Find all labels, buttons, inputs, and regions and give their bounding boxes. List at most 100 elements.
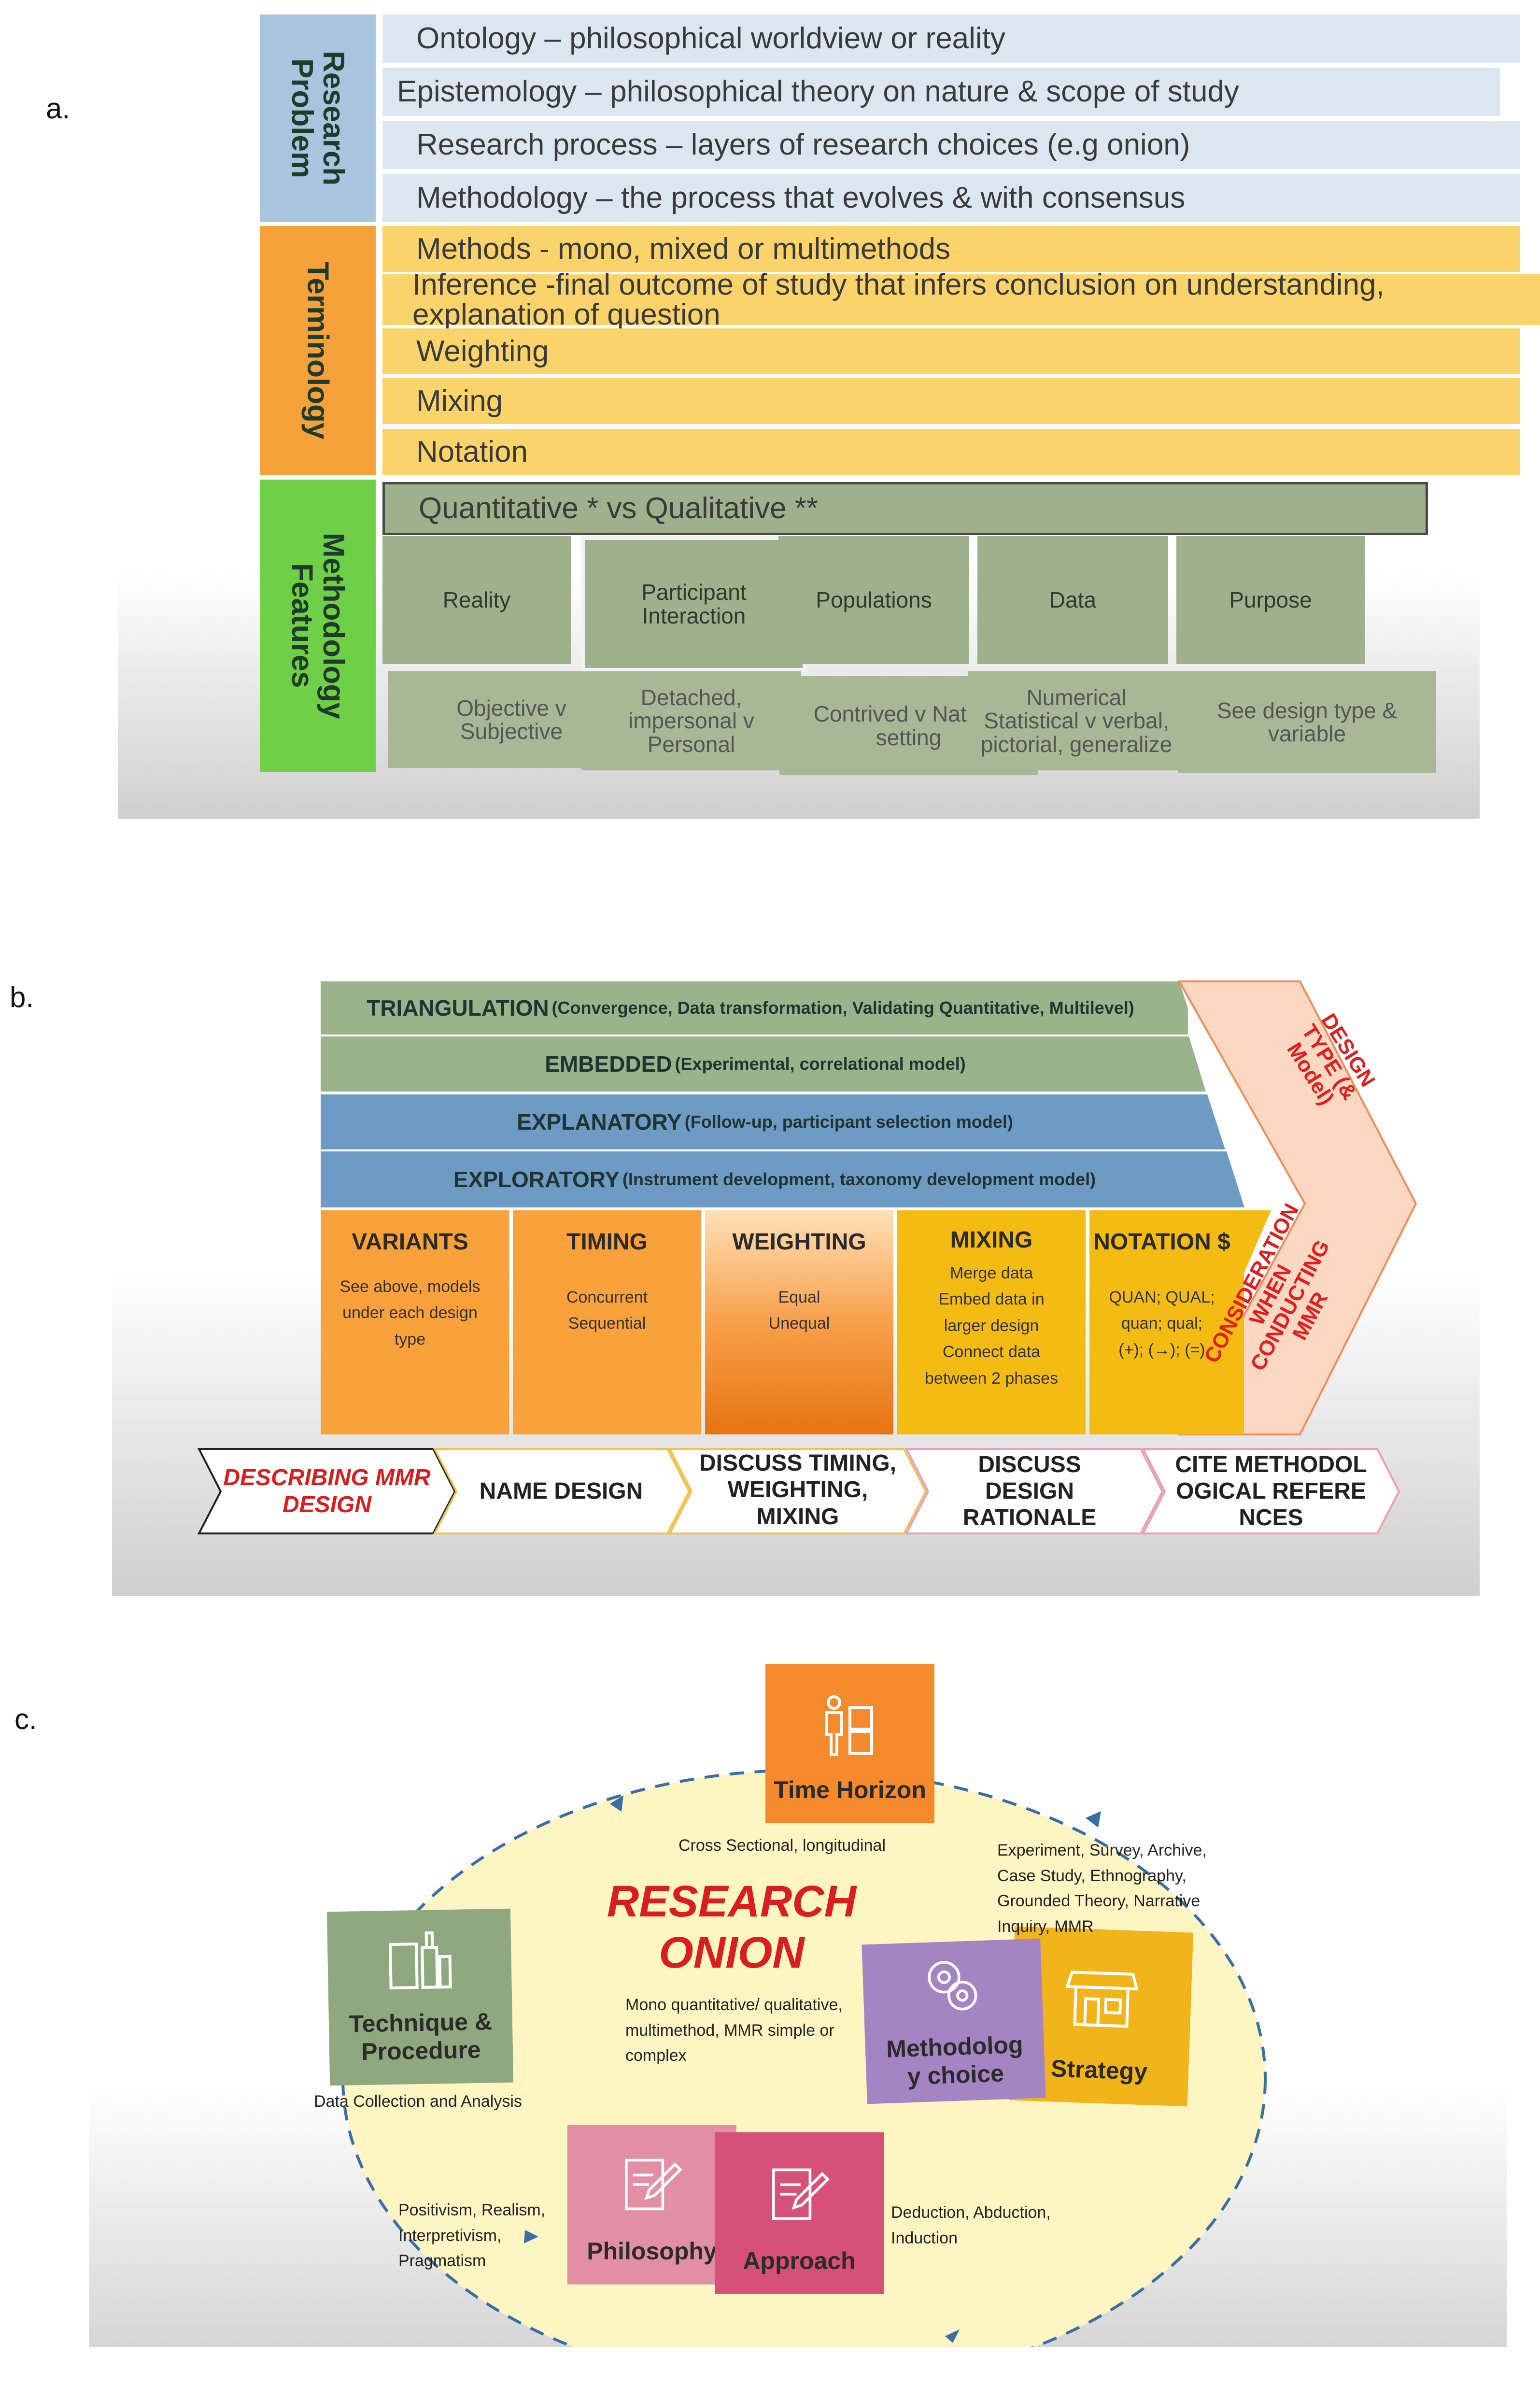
bar-label-exploratory: EXPLORATORY(Instrument development, taxo… bbox=[321, 1151, 1229, 1207]
col-text-line: QUAN; QUAL; bbox=[1109, 1288, 1215, 1306]
col-title: VARIANTS bbox=[352, 1229, 468, 1255]
col-text-line: between 2 phases bbox=[925, 1369, 1058, 1388]
row-mixing: Mixing bbox=[382, 378, 1520, 424]
arrow-bottom-left bbox=[524, 2230, 538, 2243]
storefront-icon bbox=[1065, 1970, 1139, 2028]
pen-paper-icon bbox=[625, 2158, 682, 2210]
feature-purpose: Purpose bbox=[1176, 536, 1365, 664]
section-title: Research Problem bbox=[285, 51, 351, 186]
feature-populations: Populations bbox=[778, 536, 969, 664]
card-label: Technique & Procedure bbox=[349, 2008, 493, 2065]
col-timing: TIMING Concurrent Sequential bbox=[513, 1210, 701, 1337]
col-text: See above, models under each design type bbox=[321, 1274, 499, 1352]
col-text-line: Embed data in bbox=[938, 1290, 1045, 1309]
col-text-line: Connect data bbox=[942, 1343, 1041, 1362]
feature-value-purpose: See design type & variable bbox=[1178, 671, 1436, 773]
design-type-name: EMBEDDED bbox=[545, 1051, 672, 1077]
card-methodology: Methodolog y choice bbox=[862, 1938, 1046, 2104]
section-research-problem: Research Problem bbox=[260, 14, 376, 222]
col-text-line: Concurrent bbox=[566, 1288, 648, 1306]
bar-triangulation bbox=[321, 981, 1188, 1035]
col-weighting: WEIGHTING Equal Unequal bbox=[705, 1210, 893, 1337]
note-technique: Data Collection and Analysis bbox=[314, 2092, 522, 2111]
panel-b: TRIANGULATION(Convergence, Data transfor… bbox=[112, 869, 1480, 1596]
design-type-chevron bbox=[1177, 980, 1417, 1435]
design-type-name: TRIANGULATION bbox=[367, 995, 549, 1021]
col-notation: NOTATION $ QUAN; QUAL; quan; qual; (+); … bbox=[1089, 1210, 1234, 1363]
bar-label-embedded: EMBEDDED(Experimental, correlational mod… bbox=[321, 1036, 1190, 1092]
row-ontology: Ontology – philosophical worldview or re… bbox=[382, 14, 1520, 63]
feature-value-participant: Detached, impersonal v Personal bbox=[581, 671, 801, 770]
arrow-bottom-right bbox=[945, 2329, 960, 2343]
feature-value-data: Numerical Statistical v verbal, pictoria… bbox=[968, 671, 1185, 770]
col-text-line: See above, models bbox=[339, 1277, 480, 1296]
label-b: b. bbox=[10, 981, 34, 1013]
col-variants: VARIANTS See above, models under each de… bbox=[321, 1210, 499, 1352]
note-approach: Deduction, Abduction, Induction bbox=[891, 2203, 1051, 2247]
row-quant-vs-qual: Quantitative * vs Qualitative ** bbox=[382, 482, 1428, 535]
col-weighting-bg bbox=[705, 1210, 893, 1434]
card-technique: Technique & Procedure bbox=[326, 1908, 514, 2086]
row-weighting: Weighting bbox=[382, 328, 1520, 374]
card-time-horizon: Time Horizon bbox=[765, 1664, 934, 1823]
arrow-top-left bbox=[610, 1795, 623, 1812]
card-label: Approach bbox=[743, 2247, 856, 2274]
design-type-detail: (Convergence, Data transformation, Valid… bbox=[551, 998, 1134, 1018]
step-name-design: NAME DESIGN bbox=[479, 1478, 643, 1504]
onion-title: RESEARCH ONION bbox=[606, 1876, 857, 1979]
design-type-detail: (Instrument development, taxonomy develo… bbox=[622, 1169, 1096, 1189]
step-chevron-5 bbox=[1141, 1448, 1400, 1534]
step-discuss-rationale: DISCUSS DESIGN RATIONALE bbox=[962, 1451, 1097, 1531]
col-text-line: Unequal bbox=[768, 1314, 830, 1333]
col-text-line: Equal bbox=[778, 1288, 820, 1306]
row-notation: Notation bbox=[382, 429, 1520, 475]
row-methods: Methods - mono, mixed or multimethods bbox=[382, 226, 1520, 272]
pen-paper-icon bbox=[772, 2168, 830, 2220]
step-chevron-2 bbox=[433, 1448, 691, 1534]
card-strategy: Strategy bbox=[1008, 1926, 1194, 2107]
col-title: NOTATION $ bbox=[1093, 1229, 1230, 1255]
label-a: a. bbox=[46, 92, 71, 125]
panel-c: RESEARCH ONION Time Horizon Cross Sectio… bbox=[89, 1601, 1507, 2347]
card-label: Philosophy bbox=[587, 2237, 717, 2265]
design-type-name: EXPLANATORY bbox=[517, 1109, 682, 1135]
row-epistemology: Epistemology – philosophical theory on n… bbox=[382, 68, 1500, 116]
note-time-horizon: Cross Sectional, longitudinal bbox=[678, 1836, 886, 1855]
col-variants-bg bbox=[321, 1210, 509, 1434]
card-label: Time Horizon bbox=[774, 1776, 926, 1803]
col-mixing-bg bbox=[897, 1210, 1086, 1434]
onion-title-line: RESEARCH bbox=[607, 1877, 857, 1926]
card-approach: Approach bbox=[715, 2132, 884, 2294]
section-terminology: Terminology bbox=[260, 226, 376, 475]
col-text-line: under each design bbox=[342, 1304, 478, 1322]
col-timing-bg bbox=[513, 1210, 701, 1434]
row-research-process: Research process – layers of research ch… bbox=[382, 121, 1520, 169]
people-boxes-icon bbox=[825, 1695, 873, 1756]
arrow-top-right bbox=[1086, 1811, 1101, 1828]
section-methodology-features: Methodology Features bbox=[260, 480, 376, 772]
col-text-line: (+); (→); (=) bbox=[1118, 1340, 1205, 1359]
col-text: Concurrent Sequential bbox=[513, 1284, 701, 1337]
card-label: Strategy bbox=[1050, 2054, 1148, 2085]
col-text-line: Merge data bbox=[950, 1264, 1033, 1282]
label-c: c. bbox=[14, 1703, 37, 1735]
col-text-line: type bbox=[394, 1330, 426, 1348]
bar-label-triangulation: TRIANGULATION(Convergence, Data transfor… bbox=[321, 981, 1180, 1035]
bottles-icon bbox=[389, 1931, 452, 1990]
card-label: Methodolog y choice bbox=[886, 2031, 1024, 2090]
row-inference: Inference -final outcome of study that i… bbox=[382, 270, 1540, 329]
col-mixing: MIXING Merge data Embed data in larger d… bbox=[897, 1210, 1086, 1391]
col-text: Equal Unequal bbox=[705, 1284, 893, 1337]
note-methodology: Mono quantitative/ qualitative, multimet… bbox=[625, 1996, 843, 2065]
note-strategy: Experiment, Survey, Archive, Case Study,… bbox=[997, 1841, 1207, 1936]
step-cite-references: CITE METHODOLOGICAL REFERENCES bbox=[1175, 1451, 1367, 1531]
gears-icon bbox=[928, 1961, 977, 2011]
step-chevron-3 bbox=[668, 1448, 927, 1534]
card-philosophy: Philosophy bbox=[567, 2125, 736, 2284]
row-methodology: Methodology – the process that evolves &… bbox=[382, 174, 1520, 222]
design-type-detail: (Experimental, correlational model) bbox=[675, 1054, 966, 1074]
bar-label-explanatory: EXPLANATORY(Follow-up, participant selec… bbox=[321, 1094, 1209, 1149]
feature-data: Data bbox=[977, 536, 1168, 664]
design-type-name: EXPLORATORY bbox=[453, 1167, 620, 1192]
step-chevron-4 bbox=[904, 1448, 1164, 1534]
